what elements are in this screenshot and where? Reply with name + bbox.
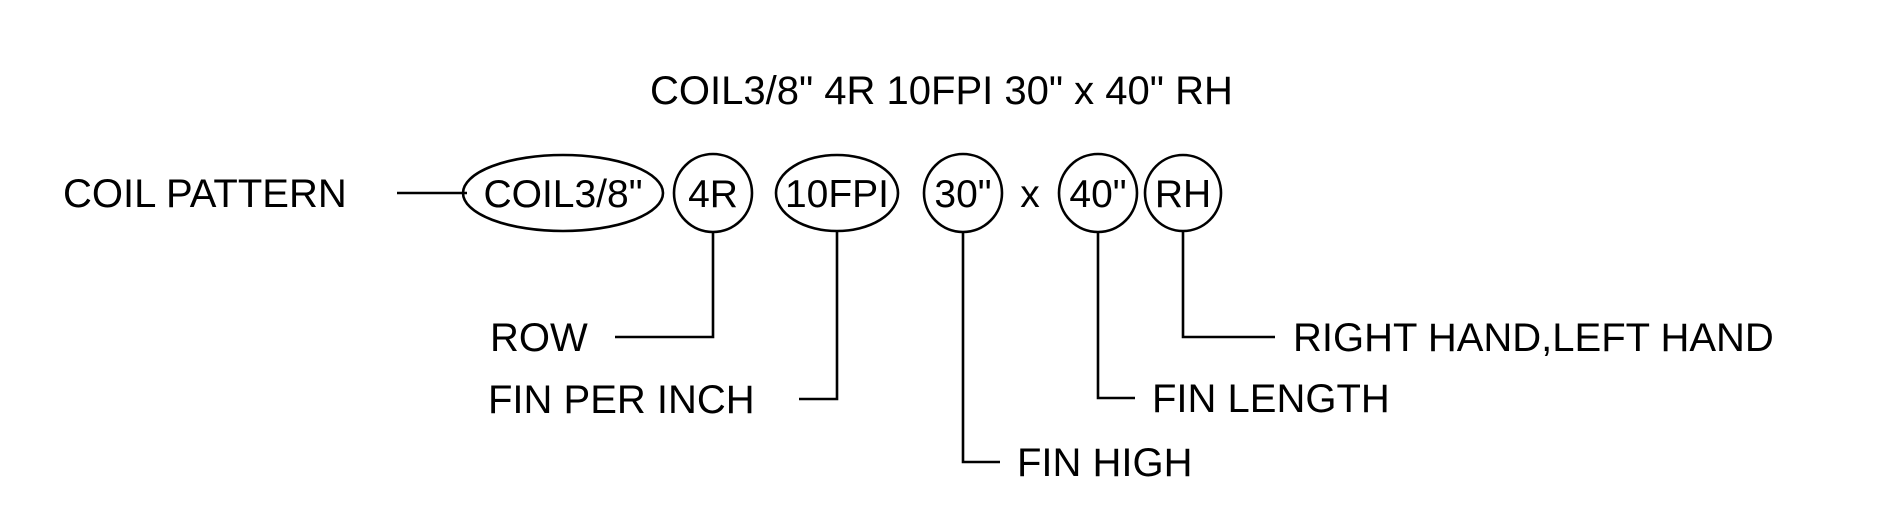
leader-fin-length — [1096, 232, 1135, 400]
code-length: 40" — [1069, 173, 1126, 216]
label-hand: RIGHT HAND,LEFT HAND — [1293, 316, 1774, 360]
code-coil: COIL3/8" — [483, 173, 642, 216]
label-fin-length: FIN LENGTH — [1152, 377, 1390, 421]
label-row: ROW — [490, 316, 588, 360]
code-row: 4R — [688, 173, 738, 216]
leader-row — [615, 232, 715, 339]
coil-ellipse — [461, 153, 665, 233]
label-fin-per-inch: FIN PER INCH — [488, 378, 755, 422]
code-height: 30" — [934, 173, 991, 216]
leader-hand — [1181, 231, 1275, 339]
leader-fin-per-inch — [799, 231, 839, 401]
diagram-title: COIL3/8" 4R 10FPI 30" x 40" RH — [650, 69, 1233, 113]
leader-fin-high — [961, 232, 1000, 464]
code-fpi: 10FPI — [785, 173, 889, 216]
label-fin-high: FIN HIGH — [1017, 441, 1193, 485]
label-coil-pattern: COIL PATTERN — [63, 172, 347, 216]
code-hand: RH — [1155, 173, 1211, 216]
times-sign: x — [1020, 173, 1040, 216]
